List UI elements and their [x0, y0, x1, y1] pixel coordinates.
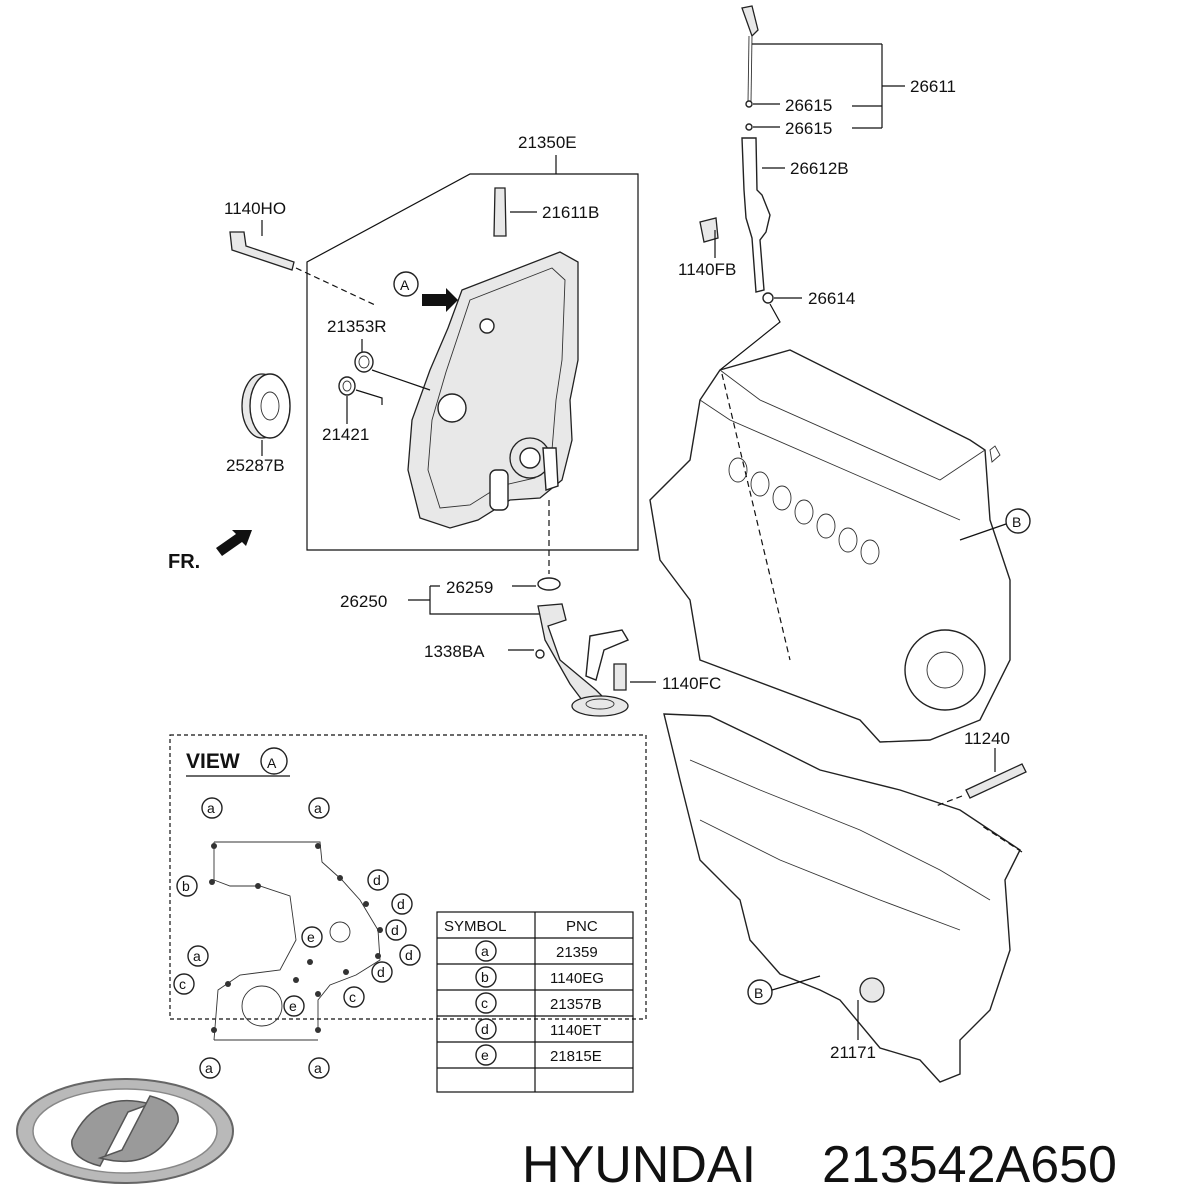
svg-text:c: c: [349, 989, 356, 1005]
callout-26612b: 26612B: [790, 159, 849, 178]
legend-pnc: 21815E: [550, 1048, 602, 1065]
o-ring-lower: [745, 123, 753, 131]
callout-21171: 21171: [830, 1043, 876, 1062]
view-a-marker: [393, 271, 419, 297]
seal-21353r: [354, 351, 374, 373]
callout-21350e: 21350E: [518, 133, 577, 152]
legend-pnc: 1140ET: [550, 1022, 601, 1039]
callout-1140fc: 1140FC: [662, 674, 721, 693]
callout-25287b: 25287B: [226, 456, 285, 475]
symbol-legend-table: SYMBOL PNC a 21359 b 1140EG c 21357B d 1…: [436, 911, 634, 1093]
symbol-markers-view-a: a a b d d d d d e e a c c a a: [173, 797, 421, 1079]
callout-26259: 26259: [446, 578, 493, 597]
intake-ports: [728, 457, 880, 565]
callout-21421: 21421: [322, 425, 369, 444]
callout-11240: 11240: [964, 729, 1010, 748]
dipstick-rod: [747, 35, 750, 103]
svg-text:e: e: [289, 998, 297, 1014]
o-ring-26614: [762, 292, 774, 304]
svg-text:d: d: [391, 922, 399, 938]
bolt-11240: [965, 763, 1027, 799]
part-number: 213542A650: [822, 1136, 1117, 1194]
legend-symbol: c: [481, 995, 488, 1011]
mount-21171: [859, 977, 885, 1003]
bolt-1338ba: [535, 649, 545, 659]
view-direction-arrow: [422, 288, 458, 312]
view-a-title-marker: [260, 747, 288, 775]
legend-pnc: 21357B: [550, 996, 602, 1013]
svg-text:a: a: [314, 800, 322, 816]
legend-header-pnc: PNC: [566, 918, 598, 935]
callout-26611: 26611: [910, 77, 956, 96]
o-ring-upper: [745, 100, 753, 108]
legend-pnc: 21359: [556, 944, 598, 961]
guide-bolt-1140fb: [699, 217, 719, 243]
bolt-1140fc: [613, 663, 627, 691]
legend-symbol: a: [481, 943, 489, 959]
callout-26615-upper: 26615: [785, 96, 832, 115]
svg-text:A: A: [267, 755, 277, 771]
timing-chain-cover: [407, 251, 579, 529]
legend-pnc: 1140EG: [550, 970, 604, 987]
gasket-26259: [537, 577, 561, 591]
callout-1140fb: 1140FB: [678, 260, 736, 279]
svg-text:d: d: [377, 964, 385, 980]
dipstick-handle: [741, 5, 759, 38]
callout-21611b: 21611B: [542, 203, 599, 222]
svg-text:d: d: [397, 896, 405, 912]
brand-wordmark: HYUNDAI: [522, 1136, 756, 1194]
svg-text:a: a: [207, 800, 215, 816]
engine-block: [649, 349, 1011, 743]
legend-symbol: b: [481, 969, 489, 985]
seal-21421: [338, 376, 356, 396]
svg-text:a: a: [205, 1060, 213, 1076]
callout-26250: 26250: [340, 592, 387, 611]
callout-1338ba: 1338BA: [424, 642, 485, 661]
oil-strainer-26250: [537, 603, 630, 717]
svg-text:e: e: [307, 929, 315, 945]
svg-text:c: c: [179, 976, 186, 992]
stud-21611b: [493, 187, 507, 237]
crankshaft-pulley-25287b: [241, 373, 291, 439]
callout-1140ho: 1140HO: [224, 199, 286, 218]
svg-text:a: a: [314, 1060, 322, 1076]
svg-text:d: d: [373, 872, 381, 888]
svg-text:a: a: [193, 948, 201, 964]
callout-21353r: 21353R: [327, 317, 387, 336]
marker-b-lower: [747, 979, 773, 1005]
svg-text:b: b: [182, 878, 190, 894]
front-direction-arrow: [216, 530, 252, 556]
timing-cover-group-frame: [306, 173, 639, 551]
view-a-title: VIEW: [186, 750, 240, 773]
dipstick-guide-tube: [741, 137, 771, 293]
svg-text:d: d: [405, 947, 413, 963]
callout-26614: 26614: [808, 289, 855, 308]
bolt-1140ho: [229, 231, 295, 271]
flywheel-flange: [904, 629, 986, 711]
lower-crankcase: [663, 713, 1021, 1083]
hyundai-logo: [16, 1078, 234, 1184]
view-a-panel: [169, 734, 647, 1020]
legend-symbol: d: [481, 1021, 489, 1037]
svg-text:B: B: [754, 985, 763, 1001]
legend-symbol: e: [481, 1047, 489, 1063]
front-label: FR.: [168, 551, 200, 573]
legend-header-symbol: SYMBOL: [444, 918, 507, 935]
oil-filter-housing: [489, 469, 509, 511]
dipstick-assembly: [699, 5, 774, 304]
svg-text:A: A: [400, 277, 410, 293]
svg-text:B: B: [1012, 514, 1021, 530]
marker-b-upper: [1005, 508, 1031, 534]
bolt-holes-view-a: [209, 843, 383, 1033]
callout-26615-lower: 26615: [785, 119, 832, 138]
